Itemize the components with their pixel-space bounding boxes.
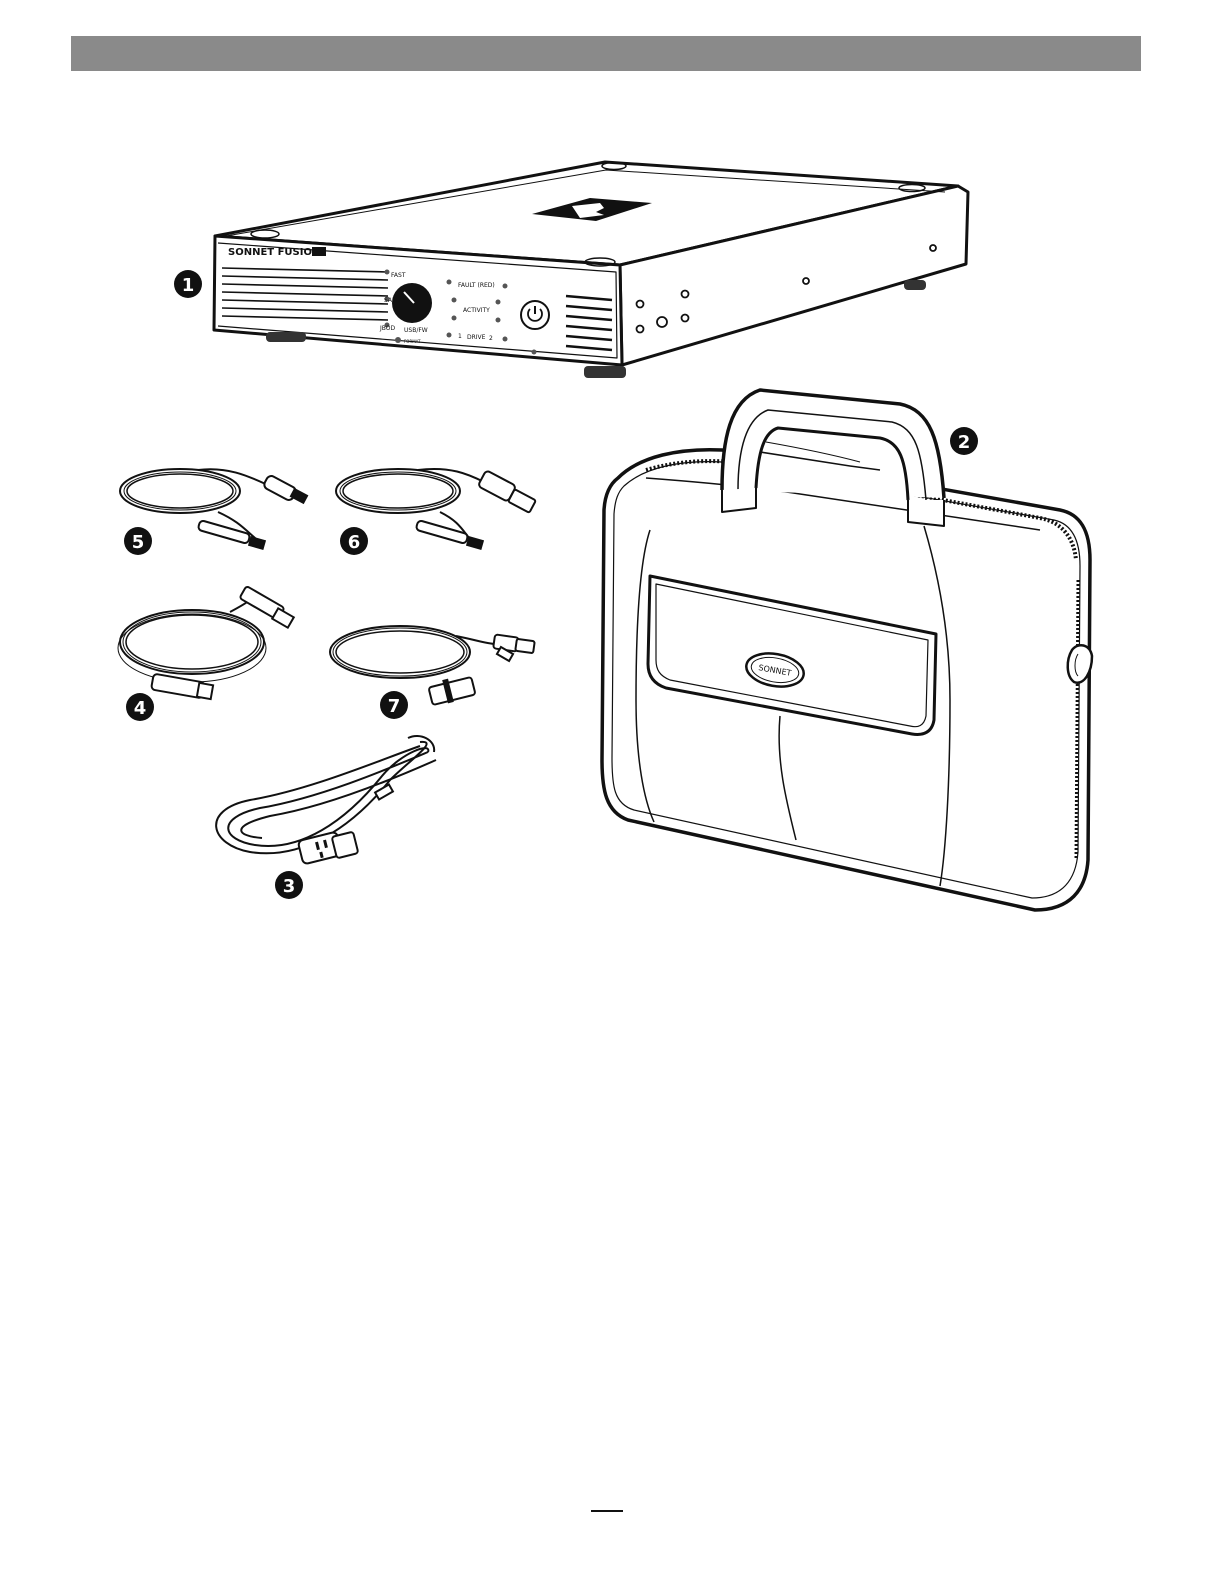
callout-7-number: 7 <box>388 696 401 717</box>
footer-rule <box>591 1510 623 1512</box>
callout-3-number: 3 <box>283 876 296 897</box>
fusion-device <box>214 162 968 378</box>
format-label: FORMAT <box>404 339 421 344</box>
device-brand-logo <box>312 247 326 256</box>
callout-2-number: 2 <box>958 432 971 453</box>
callout-5: 5 <box>124 527 152 555</box>
callout-5-number: 5 <box>132 532 145 553</box>
callout-4: 4 <box>126 693 154 721</box>
callout-4-number: 4 <box>134 698 147 719</box>
callout-7: 7 <box>380 691 408 719</box>
speed-label-safe: SAFE <box>384 297 399 304</box>
callout-3: 3 <box>275 871 303 899</box>
drive-number-1: 1 <box>458 333 462 340</box>
callout-6-number: 6 <box>348 532 361 553</box>
speed-label-jbod: JBOD <box>379 325 396 332</box>
speed-label-usbfw: USB/FW <box>404 327 428 334</box>
speed-label-fast: FAST <box>391 272 406 279</box>
drive-number-2: 2 <box>489 335 493 342</box>
power-cord-3 <box>216 736 436 865</box>
drive-label: DRIVE <box>467 334 486 341</box>
callout-2: 2 <box>950 427 978 455</box>
callout-1: 1 <box>174 270 202 298</box>
package-contents-illustration: SONNET FUSION FAST SAFE JBOD USB/FW FORM… <box>0 0 1224 1000</box>
callout-1-number: 1 <box>182 275 195 296</box>
fault-label: FAULT (RED) <box>458 282 495 289</box>
device-brand-label: SONNET FUSION <box>228 247 320 258</box>
cable-4 <box>118 586 294 699</box>
cable-7 <box>330 626 535 705</box>
activity-label: ACTIVITY <box>463 307 490 314</box>
callout-6: 6 <box>340 527 368 555</box>
carry-bag <box>602 390 1092 910</box>
